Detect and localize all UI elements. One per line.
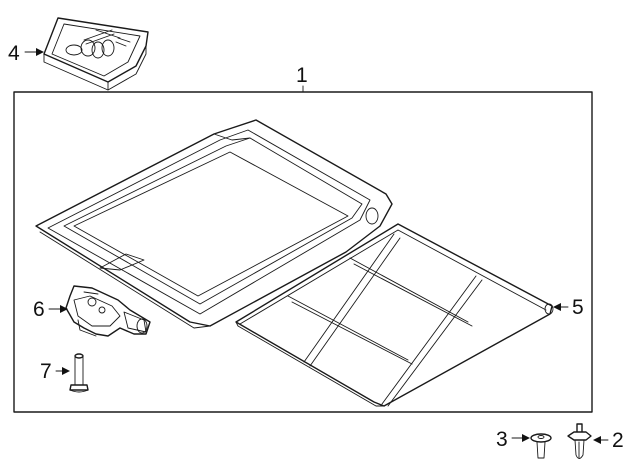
callout-4[interactable]: 4: [8, 42, 44, 65]
part-5-sunshade[interactable]: [235, 223, 554, 407]
svg-text:1: 1: [296, 64, 308, 87]
callout-2[interactable]: 2: [593, 429, 624, 452]
arrow-icon: [593, 436, 601, 444]
callout-7[interactable]: 7: [40, 360, 70, 383]
callout-1[interactable]: 1: [296, 64, 308, 93]
svg-text:3: 3: [496, 428, 508, 451]
callout-3[interactable]: 3: [496, 428, 530, 451]
arrow-icon: [553, 303, 561, 311]
arrow-icon: [60, 305, 68, 313]
arrow-icon: [62, 367, 70, 375]
part-2-clip[interactable]: [567, 423, 592, 459]
part-4-kit-box[interactable]: [43, 17, 149, 91]
svg-text:7: 7: [40, 360, 52, 383]
part-6-motor[interactable]: [65, 285, 151, 337]
svg-text:5: 5: [572, 296, 584, 319]
svg-text:4: 4: [8, 42, 20, 65]
part-3-rivet[interactable]: [530, 433, 552, 459]
arrow-icon: [522, 434, 530, 442]
callout-5[interactable]: 5: [553, 296, 584, 319]
svg-text:2: 2: [612, 429, 624, 452]
callout-6[interactable]: 6: [33, 298, 68, 321]
svg-text:6: 6: [33, 298, 45, 321]
arrow-icon: [36, 48, 44, 56]
part-7-bolt[interactable]: [69, 353, 89, 393]
part-1-glass-panel[interactable]: [35, 119, 393, 329]
